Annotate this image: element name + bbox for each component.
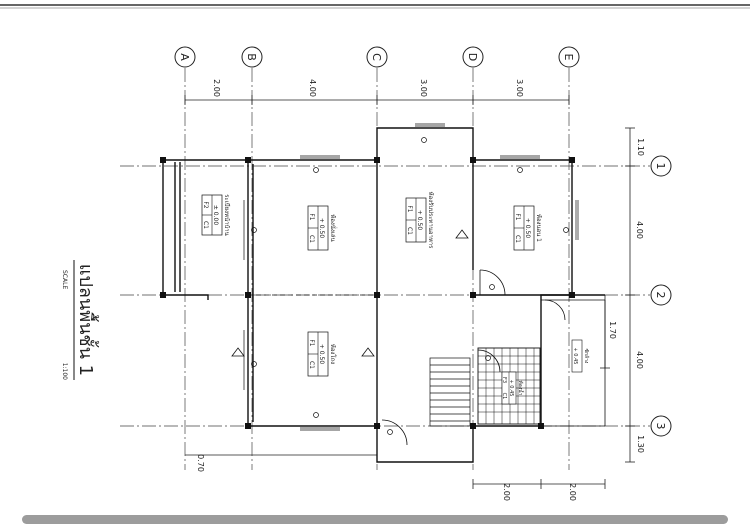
room-name-terrace: ระเบียงหน้าบ้าน [223,194,231,235]
level-marker-icon [361,347,375,357]
grid-label-2: 2 [654,292,667,299]
room-name-living: ห้องนั่งเล่น [329,214,337,241]
svg-text:F1: F1 [514,213,521,220]
svg-text:F2: F2 [202,201,209,208]
svg-text:C1: C1 [308,361,315,369]
scale-value: 1:100 [61,363,68,380]
room-name-bathroom: ห้องน้ำ [517,381,526,396]
dim-top-de: 3.00 [515,79,524,97]
room-tag-dining: ห้องรับประทานอาหาร + 0.50 F1 C1 [405,192,434,249]
grid-bubble-c [366,46,388,68]
dim-right-1: 1.10 [636,138,645,156]
dim-bottom-2: 2.00 [568,483,577,501]
wall-stair-bay [376,426,474,463]
room-name-hall: ห้องโถง [329,344,337,364]
grid-label-d: D [466,53,479,61]
room-level-living: + 0.50 [318,218,325,238]
door-bath [477,349,501,373]
room-level-bathroom: + 0.45 [508,380,514,397]
grid-bubble-e [558,46,580,68]
room-tag-living: ห้องนั่งเล่น + 0.50 F1 C1 [307,205,337,251]
grid-label-e: E [562,54,575,61]
room-level-laundry: + 0.45 [572,348,578,365]
grid-bubble-d [462,46,484,68]
door-entry [381,419,408,446]
grid-label-1: 1 [654,163,667,170]
svg-text:C1: C1 [308,235,315,243]
room-tag-laundry: ซักล้าง + 0.45 [571,339,590,373]
wall-exterior-left [247,160,377,427]
svg-text:F1: F1 [308,213,315,220]
dim-right-2: 4.00 [635,221,644,239]
room-tag-bathroom: ห้องน้ำ + 0.45 F3 C1 [501,371,526,405]
stairs [429,357,471,427]
scale-label: SCALE [61,270,68,289]
dim-right-3: 4.00 [635,351,644,369]
door-bedroom [479,269,506,296]
grid-label-b: B [245,53,258,61]
room-tag-bedroom: ห้องนอน 1 + 0.50 F1 C1 [513,205,542,251]
svg-text:F1: F1 [308,339,315,346]
svg-text:C1: C1 [514,235,521,243]
svg-text:C1: C1 [406,227,413,235]
drawing-title: แปลนพื้นชั้น 1 [75,264,99,376]
grid-bubble-b [241,46,263,68]
dim-right-4: 1.30 [636,435,645,453]
dim-top-cd: 3.00 [419,79,428,97]
dim-top-ab: 2.00 [212,79,221,97]
grid-bubble-2 [650,284,672,306]
door-laundry [544,299,566,321]
room-level-bedroom: + 0.50 [524,218,531,238]
dim-bottom-1: 2.00 [502,483,511,501]
grid-label-3: 3 [654,423,667,430]
drawing-title-block: แปลนพื้นชั้น 1 SCALE 1:100 [61,260,99,380]
grid-bubble-a [174,46,196,68]
level-marker-icon [231,347,245,357]
svg-text:C1: C1 [501,393,507,400]
dim-top-bc: 4.00 [308,79,317,97]
wall-terrace-left [162,160,209,300]
svg-text:C1: C1 [202,221,209,229]
dim-right-small: 1.70 [608,321,617,339]
room-level-dining: + 0.50 [416,210,423,230]
room-level-hall: + 0.50 [318,344,325,364]
horizontal-scrollbar[interactable] [22,515,728,524]
room-name-laundry: ซักล้าง [583,349,590,364]
grid-label-c: C [370,53,383,61]
room-level-terrace: ± 0.00 [212,205,219,225]
room-name-dining: ห้องรับประทานอาหาร [427,192,434,249]
dim-bottom-left: 0.70 [196,454,205,472]
room-tag-hall: ห้องโถง + 0.50 F1 C1 [307,331,337,377]
svg-text:F1: F1 [406,205,413,212]
room-tag-terrace: ระเบียงหน้าบ้าน ± 0.00 F2 C1 [201,194,231,236]
grid-bubble-3 [650,415,672,437]
level-marker-icon [455,229,469,239]
grid-label-a: A [178,53,191,61]
room-name-bedroom: ห้องนอน 1 [535,214,542,242]
grid-bubble-1 [650,155,672,177]
svg-text:F3: F3 [501,377,507,383]
